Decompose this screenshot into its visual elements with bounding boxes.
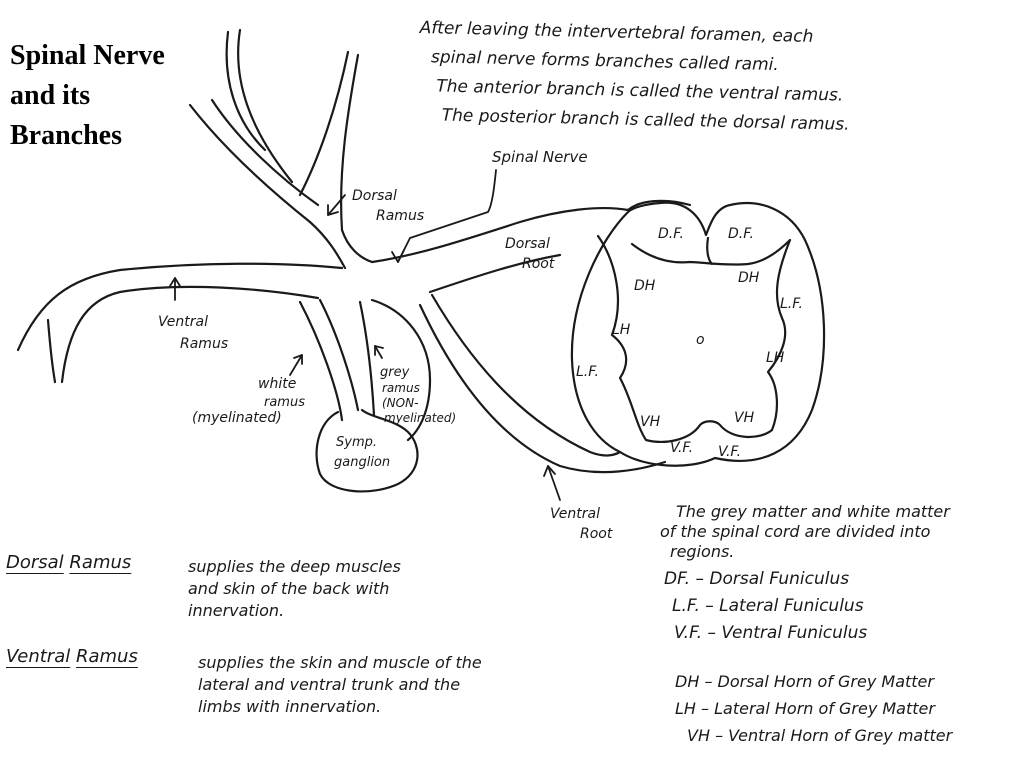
dorsal-ramus-definition: supplies the deep muscles and skin of th… (188, 556, 401, 622)
white-ramus-right (318, 298, 360, 412)
slide-title-line-3: Branches (10, 120, 122, 151)
dorsal-ramus-branch-right (298, 50, 350, 197)
white-ramus-pointer-head (293, 354, 303, 365)
dorsal-ramus-branch-right-inner (340, 53, 374, 264)
slide-title-line-2: and its (10, 80, 91, 111)
slide-title-line-1: Spinal Nerve (10, 40, 165, 71)
dorsal-root-upper (626, 199, 692, 212)
dorsal-ramus-branch-left-inner (210, 98, 320, 207)
ventral-root-pointer (547, 465, 561, 501)
label-symp-ganglion-2: ganglion (334, 455, 390, 470)
grey-ramus-pointer (374, 345, 383, 359)
abbr-vf: V.F. – Ventral Funiculus (674, 623, 868, 643)
dorsal-ramus-pointer (327, 194, 346, 216)
horn-abbreviations: DH – Dorsal Horn of Grey Matter LH – Lat… (675, 668, 952, 749)
regions-line-1: The grey matter and white matter (676, 502, 950, 521)
ventral-root-pointer-head (543, 465, 556, 477)
label-white-ramus-1: white (258, 376, 296, 392)
dorsal-ramus-pointer-head (327, 204, 339, 216)
label-ventral-ramus-1: Ventral (158, 314, 208, 330)
ventral-root-upper (430, 293, 622, 457)
label-symp-ganglion-1: Symp. (336, 435, 377, 450)
label-white-ramus-3: (myelinated) (192, 410, 282, 426)
cord-label-dh-right: DH (738, 270, 760, 286)
regions-line-3: regions. (670, 542, 735, 561)
ventral-ramus-term-word-1: Ventral (6, 646, 71, 667)
label-ventral-root-2: Root (580, 526, 613, 542)
cord-label-lf-left: L.F. (576, 364, 599, 380)
label-dorsal-root-2: Root (522, 256, 555, 272)
spinal-nerve-upper-edge (370, 206, 630, 264)
cord-label-vh-left: VH (640, 414, 661, 430)
grey-ramus-right (370, 298, 432, 442)
cord-label-lh-right: LH (766, 350, 785, 366)
ventral-def-line-2: lateral and ventral trunk and the (198, 675, 461, 694)
label-spinal-nerve: Spinal Nerve (492, 148, 588, 166)
cord-label-dh-left: DH (634, 278, 656, 294)
label-dorsal-root-1: Dorsal (505, 236, 550, 252)
abbr-lh: LH – Lateral Horn of Grey Matter (675, 699, 935, 718)
ventral-root-lower (418, 303, 667, 474)
regions-line-2: of the spinal cord are divided into (660, 522, 931, 541)
dorsal-ramus-term-word-2: Ramus (69, 552, 132, 573)
label-grey-ramus-1: grey (380, 365, 410, 380)
cord-label-vf-right: V.F. (718, 444, 741, 460)
spinal-cord-outline (570, 201, 826, 467)
ventral-ramus-term: Ventral Ramus (6, 646, 138, 667)
abbr-dh: DH – Dorsal Horn of Grey Matter (675, 672, 934, 691)
grey-ramus-left (358, 300, 376, 417)
funiculus-abbreviations: DF. – Dorsal Funiculus L.F. – Lateral Fu… (664, 566, 867, 647)
ventral-ramus-lower-edge (60, 285, 320, 384)
dorsal-ramus-branch-top (237, 28, 294, 184)
slide-title: Spinal Nerve and its Branches (10, 36, 230, 156)
dorsal-ramus-term: Dorsal Ramus (6, 552, 131, 573)
label-grey-ramus-3: (NON- (382, 396, 418, 410)
cord-label-lh-left: LH (612, 322, 631, 338)
cord-label-vh-right: VH (734, 410, 755, 426)
dorsal-def-line-1: supplies the deep muscles (188, 557, 401, 576)
spinal-nerve-lower-edge (428, 253, 562, 294)
sympathetic-ganglion (315, 408, 419, 493)
label-dorsal-ramus-2: Ramus (376, 208, 424, 224)
ventral-def-line-3: limbs with innervation. (198, 697, 382, 716)
dorsal-def-line-2: and skin of the back with (188, 579, 390, 598)
label-grey-ramus-2: ramus (382, 381, 420, 395)
cord-label-vf-left: V.F. (670, 440, 693, 456)
cord-label-lf-right: L.F. (780, 296, 803, 312)
ventral-ramus-definition: supplies the skin and muscle of the late… (198, 652, 482, 718)
dorsal-funiculus-divider (706, 236, 714, 266)
spinal-nerve-pointer (397, 169, 497, 263)
white-ramus-pointer (289, 354, 303, 376)
grey-ramus-pointer-head (374, 345, 384, 356)
grey-matter (596, 234, 792, 443)
cord-label-df-left: D.F. (658, 226, 684, 242)
abbr-lf: L.F. – Lateral Funiculus (672, 596, 864, 616)
dorsal-ramus-branch-left (188, 103, 347, 270)
label-grey-ramus-4: myelinated) (384, 411, 456, 425)
cord-label-canal: o (696, 332, 705, 348)
dorsal-ramus-branch-top-inner (225, 30, 267, 152)
label-ventral-root-1: Ventral (550, 506, 600, 522)
ventral-ramus-pointer-head (169, 277, 181, 287)
cord-label-df-right: D.F. (728, 226, 754, 242)
ventral-ramus-upper-edge (16, 262, 344, 352)
dorsal-ramus-term-word-1: Dorsal (6, 552, 64, 573)
label-white-ramus-2: ramus (264, 395, 305, 410)
ventral-def-line-1: supplies the skin and muscle of the (198, 653, 482, 672)
spinal-nerve-pointer-head (391, 249, 405, 263)
ventral-ramus-term-word-2: Ramus (75, 646, 138, 667)
abbr-vh: VH – Ventral Horn of Grey matter (687, 726, 953, 745)
dorsal-def-line-3: innervation. (188, 601, 285, 620)
regions-note: The grey matter and white matter of the … (660, 502, 950, 562)
ventral-ramus-tip (46, 318, 57, 384)
white-ramus-left (298, 300, 344, 422)
abbr-df: DF. – Dorsal Funiculus (664, 569, 850, 589)
label-ventral-ramus-2: Ramus (180, 336, 228, 352)
label-dorsal-ramus-1: Dorsal (352, 188, 397, 204)
